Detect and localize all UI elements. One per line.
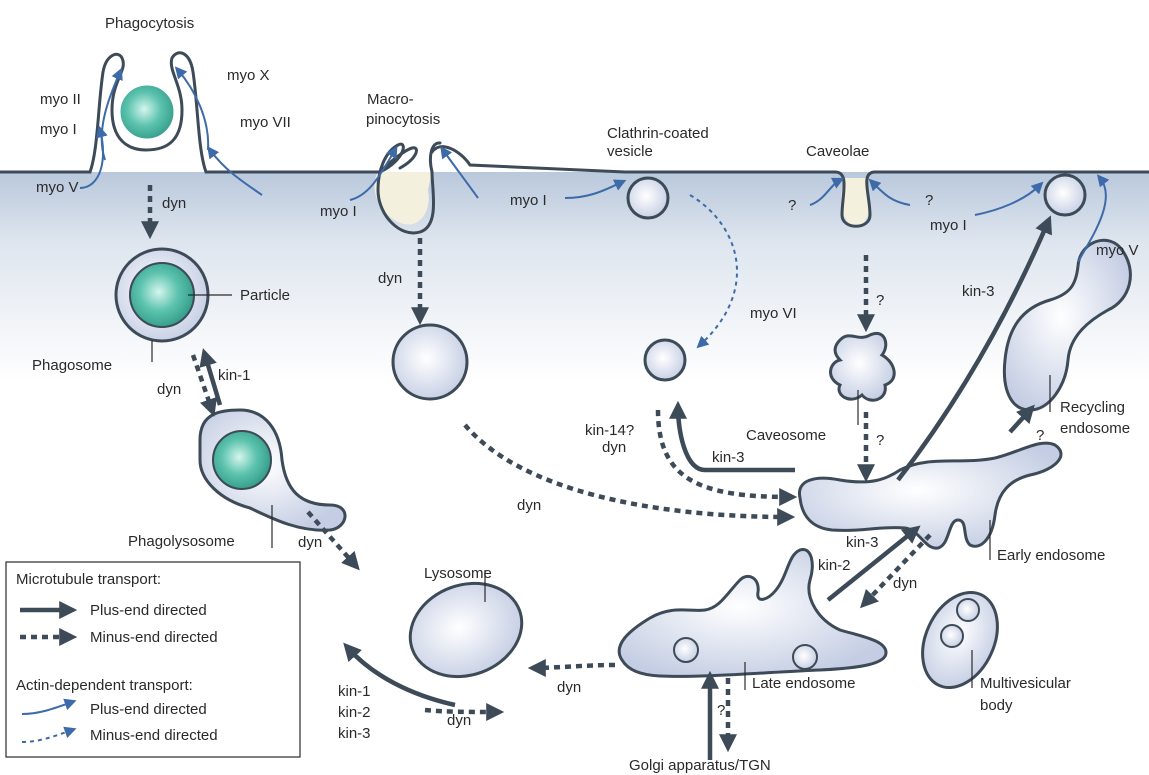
motor-kin-2-late: kin-2 bbox=[818, 557, 851, 574]
motor-myo-vi: myo VI bbox=[750, 305, 797, 322]
label-late-endosome: Late endosome bbox=[752, 675, 855, 692]
legend: Microtubule transport: Plus-end directed… bbox=[6, 562, 300, 757]
motor-dyn-phago: dyn bbox=[157, 381, 181, 398]
motor-dyn-lyso: dyn bbox=[447, 712, 471, 729]
legend-actin-plus: Plus-end directed bbox=[90, 701, 207, 718]
legend-actin-minus: Minus-end directed bbox=[90, 727, 218, 744]
legend-mt-minus: Minus-end directed bbox=[90, 629, 218, 646]
motor-dyn-early-late: dyn bbox=[893, 575, 917, 592]
motor-myo-i-clathrin: myo I bbox=[510, 192, 547, 209]
motor-q-caveolae-right: ? bbox=[925, 192, 933, 209]
motor-dyn-macro-long: dyn bbox=[517, 497, 541, 514]
label-phagolysosome: Phagolysosome bbox=[128, 533, 235, 550]
motor-kin-1-lyso: kin-1 bbox=[338, 683, 371, 700]
label-recycling-2: endosome bbox=[1060, 420, 1130, 437]
motor-myo-i-macro: myo I bbox=[320, 203, 357, 220]
motor-myo-i-recycle: myo I bbox=[930, 217, 967, 234]
endocytic-vesicle bbox=[645, 340, 685, 380]
motor-kin-3-recycle: kin-3 bbox=[962, 283, 995, 300]
recycling-vesicle-top bbox=[1045, 175, 1085, 215]
motor-kin-2-lyso: kin-2 bbox=[338, 704, 371, 721]
label-lysosome: Lysosome bbox=[424, 565, 492, 582]
motor-myo-x: myo X bbox=[227, 67, 270, 84]
motor-q-caveosome: ? bbox=[876, 292, 884, 309]
motor-q-caveosome-down: ? bbox=[876, 432, 884, 449]
label-caveolae: Caveolae bbox=[806, 143, 869, 160]
label-macropinocytosis-2: pinocytosis bbox=[366, 111, 440, 128]
legend-microtubule-title: Microtubule transport: bbox=[16, 571, 161, 588]
motor-q-caveolae-left: ? bbox=[788, 197, 796, 214]
label-particle: Particle bbox=[240, 287, 290, 304]
label-golgi: Golgi apparatus/TGN bbox=[629, 757, 771, 774]
legend-mt-plus: Plus-end directed bbox=[90, 602, 207, 619]
motor-kin-3-late: kin-3 bbox=[846, 534, 879, 551]
motor-myo-v-right: myo V bbox=[1096, 242, 1139, 259]
motor-kin-3-lyso: kin-3 bbox=[338, 725, 371, 742]
motor-dyn-kin14: dyn bbox=[602, 439, 626, 456]
label-recycling-1: Recycling bbox=[1060, 399, 1125, 416]
label-phagosome: Phagosome bbox=[32, 357, 112, 374]
label-clathrin-2: vesicle bbox=[607, 143, 653, 160]
clathrin-vesicle bbox=[628, 178, 668, 218]
motor-q-early: ? bbox=[1036, 427, 1044, 444]
motor-dyn-late-lyso: dyn bbox=[557, 679, 581, 696]
motor-myo-i-phago: myo I bbox=[40, 121, 77, 138]
label-mvb-2: body bbox=[980, 697, 1013, 714]
motor-myo-vii: myo VII bbox=[240, 114, 291, 131]
motor-myo-v-left: myo V bbox=[36, 179, 79, 196]
motor-dyn-macro: dyn bbox=[378, 270, 402, 287]
caveosome bbox=[831, 333, 895, 400]
motor-dyn-1: dyn bbox=[162, 195, 186, 212]
label-phagocytosis: Phagocytosis bbox=[105, 15, 194, 32]
label-early-endosome: Early endosome bbox=[997, 547, 1105, 564]
motor-dyn-phagolyso: dyn bbox=[298, 534, 322, 551]
label-mvb-1: Multivesicular bbox=[980, 675, 1071, 692]
macropinosome bbox=[393, 325, 467, 399]
phagocytosis-particle bbox=[119, 84, 175, 140]
motor-kin-1-phago: kin-1 bbox=[218, 367, 251, 384]
label-macropinocytosis-1: Macro- bbox=[367, 91, 414, 108]
motor-kin-14: kin-14? bbox=[585, 422, 634, 439]
legend-actin-title: Actin-dependent transport: bbox=[16, 677, 193, 694]
motor-myo-ii: myo II bbox=[40, 91, 81, 108]
label-caveosome: Caveosome bbox=[746, 427, 826, 444]
motor-kin-3-vesicle: kin-3 bbox=[712, 449, 745, 466]
label-clathrin-1: Clathrin-coated bbox=[607, 125, 709, 142]
motor-q-golgi: ? bbox=[717, 702, 725, 719]
